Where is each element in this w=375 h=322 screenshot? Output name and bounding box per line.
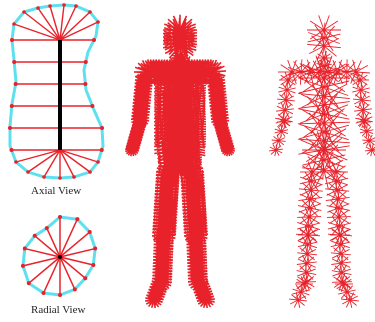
radial-spoke-end bbox=[23, 247, 27, 251]
axial-fan-end bbox=[62, 3, 66, 7]
sparse-body-spoke bbox=[324, 109, 325, 132]
radial-view-diagram bbox=[21, 215, 97, 297]
axial-rib-end bbox=[90, 104, 94, 108]
axial-fan-end bbox=[74, 4, 78, 8]
radial-spoke-end bbox=[33, 234, 37, 238]
axial-view-caption: Axial View bbox=[31, 185, 81, 197]
axial-fan-end bbox=[22, 10, 26, 14]
axial-rib-end bbox=[100, 126, 104, 130]
axial-fan-end bbox=[36, 6, 40, 10]
axial-fan-ray bbox=[28, 150, 60, 172]
axial-rib-end bbox=[14, 82, 18, 86]
axial-fan-end bbox=[88, 170, 92, 174]
axial-rib-end bbox=[10, 38, 14, 42]
axial-rib-end bbox=[92, 38, 96, 42]
radial-spoke-end bbox=[27, 281, 31, 285]
sparse-body-spoke bbox=[287, 82, 288, 90]
sparse-body-spoke bbox=[287, 90, 288, 98]
sparse-body-spoke bbox=[301, 284, 302, 292]
axial-fan-end bbox=[96, 20, 100, 24]
axial-rib-end bbox=[83, 82, 87, 86]
axial-fan-ray bbox=[24, 12, 60, 40]
radial-spoke-end bbox=[58, 215, 62, 219]
axial-rib-end bbox=[12, 60, 16, 64]
sparse-body-spoke bbox=[307, 44, 324, 46]
radial-spoke bbox=[47, 228, 60, 257]
axial-fan-end bbox=[14, 160, 18, 164]
sparse-body-spoke bbox=[324, 96, 350, 99]
radial-center bbox=[58, 255, 62, 259]
sparse-ray-body-figure bbox=[269, 15, 375, 308]
radial-spoke-end bbox=[88, 230, 92, 234]
sparse-body-spoke bbox=[340, 235, 341, 244]
axial-fan-ray bbox=[60, 12, 90, 40]
sparse-body-spoke bbox=[324, 150, 342, 162]
sparse-body-spoke bbox=[324, 46, 341, 48]
sparse-body-spoke bbox=[347, 284, 348, 292]
axial-rib-end bbox=[8, 126, 12, 130]
radial-view-caption: Radial View bbox=[31, 304, 85, 316]
dense-body-spoke bbox=[125, 149, 132, 150]
axial-fan-ray bbox=[60, 22, 98, 40]
sparse-body-spoke bbox=[301, 59, 302, 72]
sparse-body-spoke bbox=[361, 82, 362, 90]
dense-ray-body-figure bbox=[125, 15, 235, 308]
sparse-body-spoke bbox=[347, 292, 348, 300]
axial-fan-end bbox=[26, 170, 30, 174]
axial-fan-ray bbox=[38, 8, 60, 40]
sparse-body-spoke bbox=[308, 235, 309, 244]
radial-spoke bbox=[60, 219, 77, 257]
sparse-body-spoke bbox=[324, 23, 325, 38]
axial-view-diagram bbox=[8, 3, 104, 180]
radial-spoke-end bbox=[42, 291, 46, 295]
radial-spoke-end bbox=[21, 264, 25, 268]
dense-body-spoke bbox=[221, 149, 228, 150]
radial-spoke-end bbox=[93, 247, 97, 251]
sparse-body-spoke bbox=[337, 170, 338, 181]
radial-spoke-end bbox=[73, 287, 77, 291]
axial-rib-end bbox=[84, 60, 88, 64]
axial-fan-end bbox=[42, 175, 46, 179]
axial-rib-end bbox=[10, 104, 14, 108]
radial-spoke bbox=[44, 257, 60, 293]
radial-spoke-end bbox=[83, 276, 87, 280]
radial-spoke-end bbox=[75, 217, 79, 221]
radial-spoke bbox=[60, 257, 75, 289]
axial-fan-end bbox=[88, 10, 92, 14]
axial-fan-ray bbox=[14, 24, 60, 40]
axial-fan-ray bbox=[50, 6, 60, 40]
radial-spoke-end bbox=[45, 226, 49, 230]
sparse-body-spoke bbox=[299, 87, 324, 93]
axial-fan-end bbox=[48, 4, 52, 8]
radial-spoke-end bbox=[91, 263, 95, 267]
radial-spoke-end bbox=[58, 293, 62, 297]
axial-fan-end bbox=[12, 22, 16, 26]
sparse-body-spoke bbox=[324, 122, 350, 123]
axial-fan-end bbox=[96, 160, 100, 164]
axial-fan-ray bbox=[60, 150, 90, 172]
axial-fan-end bbox=[58, 176, 62, 180]
axial-rib-end bbox=[10, 148, 14, 152]
axial-fan-end bbox=[72, 175, 76, 179]
axial-rib-end bbox=[100, 148, 104, 152]
